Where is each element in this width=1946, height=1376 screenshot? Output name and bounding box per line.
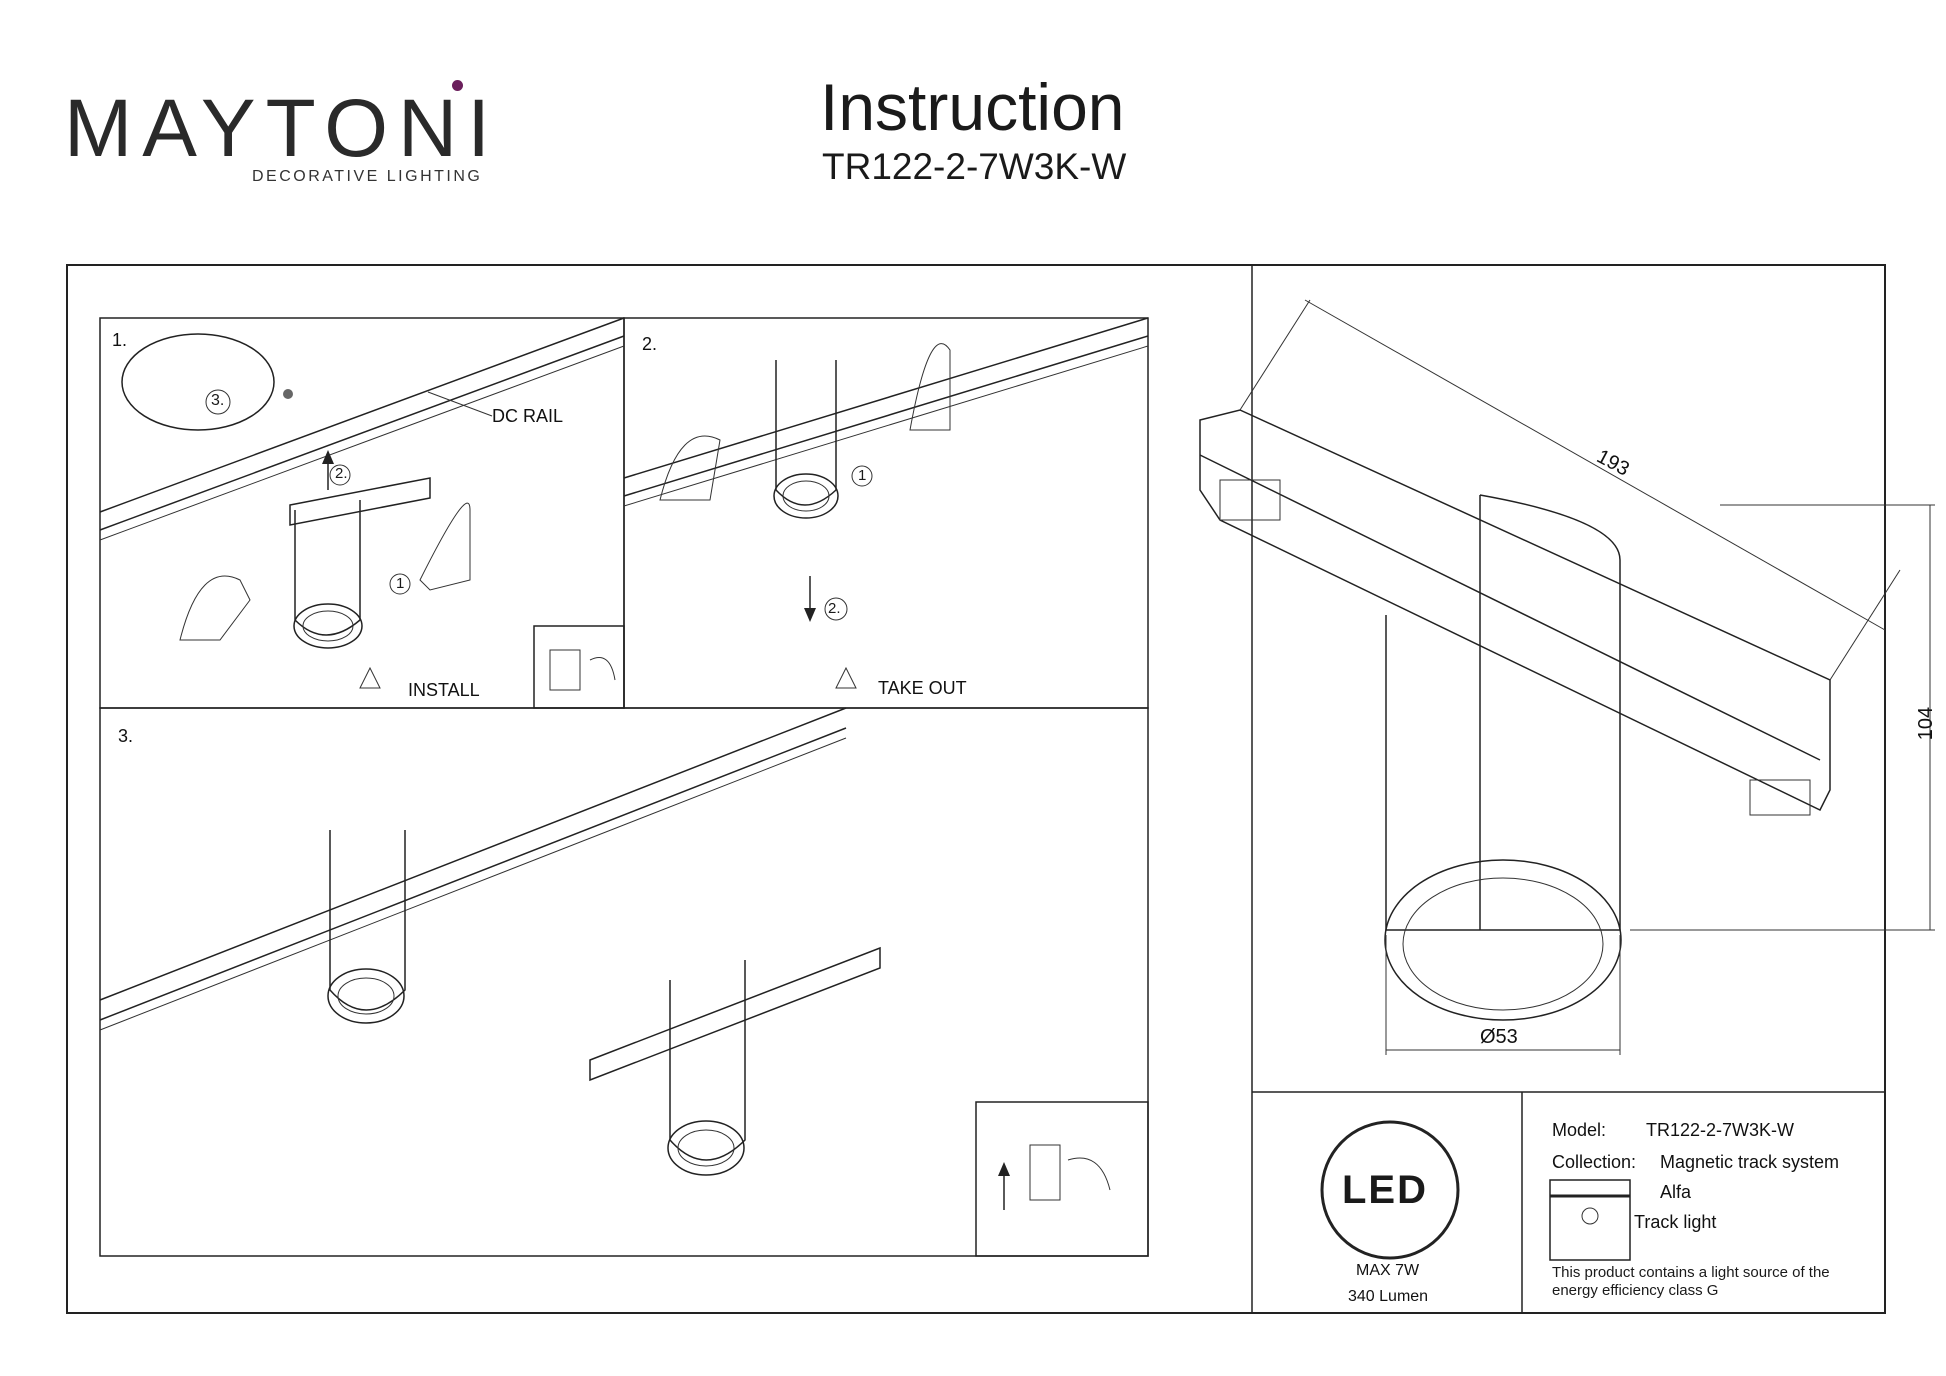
lamp-reflector (782, 480, 830, 512)
step3-illustration (99, 707, 1149, 1257)
page-title: Instruction (820, 70, 1125, 144)
brand-logo-text: MAYTONI (64, 83, 500, 174)
step1-panel (99, 317, 625, 709)
adapter-contacts (1219, 479, 1281, 521)
rail-label: DC RAIL (492, 406, 564, 426)
lamp-cylinder-top (1479, 494, 1621, 930)
step1-caption: INSTALL (408, 680, 480, 700)
step2-callout-1: 1 (858, 467, 867, 484)
hand-right (419, 502, 471, 591)
lamp-reflector (337, 977, 395, 1015)
dim-height-label: 104 (1915, 706, 1938, 741)
dim-diameter-label: Ø53 (1480, 1026, 1518, 1048)
rail-edge (623, 345, 1149, 507)
callout-circle (389, 573, 411, 595)
hand-left (179, 575, 251, 641)
rail-edge (99, 727, 847, 1021)
step2-caption: TAKE OUT (878, 678, 967, 698)
led-badge-circle (1320, 1120, 1460, 1260)
lamp-opening (293, 603, 363, 649)
lamp-installed (329, 830, 406, 1011)
rail-edge (99, 317, 625, 513)
rail-edge (99, 345, 625, 541)
dimension-illustration (1199, 299, 1935, 1055)
hand-left (659, 435, 721, 501)
instruction-frame (66, 264, 1886, 1314)
lamp-reflector (1402, 877, 1604, 1011)
warning-triangle (835, 666, 857, 689)
energy-note-line2: energy efficiency class G (1552, 1282, 1719, 1299)
product-type: Track light (1634, 1212, 1717, 1232)
adapter-edge (1199, 454, 1821, 761)
lamp-loose (669, 960, 746, 1161)
switch-off-icon (549, 649, 616, 691)
detail-pointer-dot (283, 389, 293, 399)
lamp-cylinder (294, 500, 361, 636)
model-label: Model: (1552, 1120, 1607, 1140)
led-badge-text: LED (1342, 1168, 1428, 1212)
adapter-body (289, 477, 431, 526)
step2-number: 2. (642, 334, 658, 354)
brand-logo: MAYTONI (64, 88, 500, 170)
dim-line-length (1304, 299, 1886, 631)
arrow-head (998, 1162, 1010, 1176)
lumen-rating: 340 Lumen (1348, 1288, 1429, 1305)
callout-circle (329, 464, 351, 486)
step1-number: 1. (112, 330, 128, 350)
step1-callout-1: 1 (396, 575, 405, 592)
track-light-icon (1549, 1179, 1631, 1261)
step1-callout-2: 2. (335, 465, 348, 482)
rail-edge (99, 737, 847, 1031)
step1-callout-3: 3. (211, 392, 225, 409)
dim-ext-line (1239, 299, 1311, 411)
collection-name: Alfa (1660, 1182, 1692, 1202)
lamp-cylinder-side (1385, 560, 1621, 931)
lamp-opening (1384, 859, 1622, 1021)
lamp-opening (667, 1120, 745, 1176)
logo-accent-dot (452, 80, 463, 91)
arrow-head (804, 608, 816, 622)
lamp-opening (327, 968, 405, 1024)
adapter-contacts (1749, 779, 1811, 816)
model-number: TR122-2-7W3K-W (822, 146, 1127, 187)
collection-value: Magnetic track system (1660, 1152, 1840, 1172)
switch-on-icon-box (975, 1101, 1149, 1257)
step2-illustration (623, 317, 1149, 689)
energy-note-line1: This product contains a light source of … (1552, 1264, 1830, 1281)
track-light-icon-lamp (1581, 1207, 1599, 1225)
rail-edge (623, 335, 1149, 497)
arrow-head (322, 450, 334, 464)
step2-callout-2: 2. (828, 600, 841, 617)
adapter-loose (589, 946, 881, 1082)
detail-magnifier (121, 333, 275, 431)
step3-number: 3. (118, 726, 134, 746)
power-rating: MAX 7W (1356, 1262, 1420, 1279)
callout-circle (205, 389, 231, 415)
step3-panel (99, 707, 1149, 1257)
hand-right (909, 343, 951, 431)
track-adapter-body (1199, 409, 1831, 811)
rail-edge (99, 335, 625, 531)
lamp-cylinder (775, 360, 837, 506)
warning-triangle (359, 666, 381, 689)
rail-edge (99, 707, 847, 1001)
dim-ext-line (1829, 569, 1901, 681)
collection-label: Collection: (1552, 1152, 1637, 1172)
brand-subtitle: DECORATIVE LIGHTING (252, 168, 483, 185)
callout-circle (824, 597, 848, 621)
rail-leader-line (427, 391, 493, 417)
switch-off-icon-box (533, 625, 625, 709)
step2-panel (623, 317, 1149, 709)
step1-illustration (99, 317, 625, 709)
lamp-reflector (302, 610, 354, 642)
switch-on-icon (1029, 1144, 1111, 1201)
rail-edge (623, 317, 1149, 479)
callout-circle (851, 465, 873, 487)
model-value: TR122-2-7W3K-W (1646, 1120, 1795, 1140)
lamp-reflector (677, 1129, 735, 1167)
lamp-opening (773, 473, 839, 519)
